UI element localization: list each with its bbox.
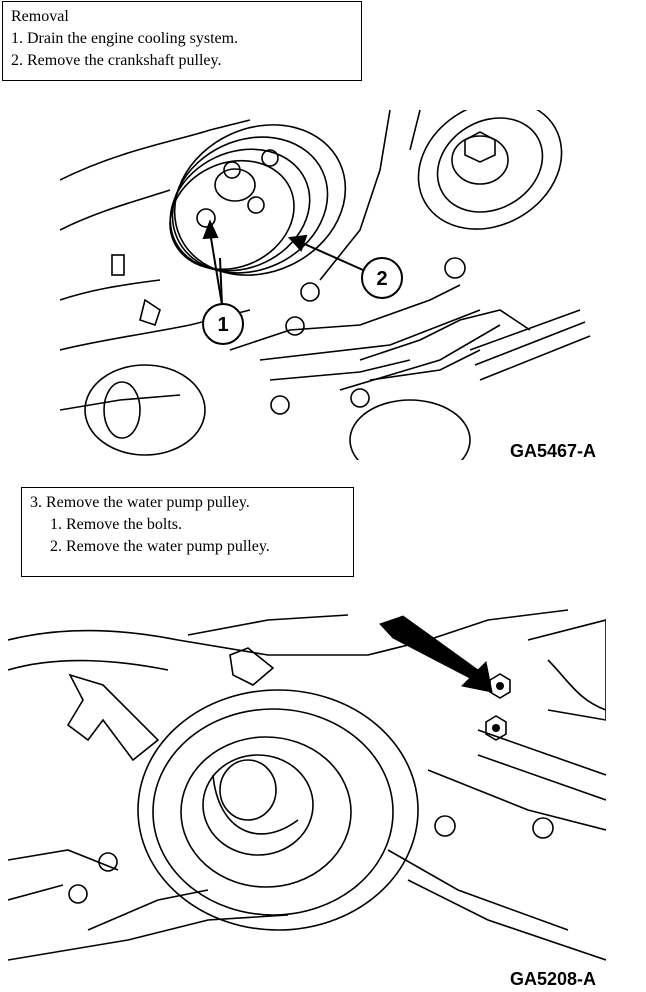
crankshaft-pulley-drawing: 1 2 [60,110,591,460]
water-pump-pulley-drawing [8,609,606,961]
crankshaft-pulley-illustration: 1 2 GA5467-A [60,110,600,461]
callout-1-circle [202,303,244,345]
figure-id-label: GA5467-A [509,441,596,461]
callout-2-circle [361,257,403,299]
step-drain-cooling: 1. Drain the engine cooling system. [11,30,239,47]
substep-remove-bolts: 1. Remove the bolts. [50,516,182,533]
callout-1-label: 1 [217,314,228,336]
removal-instructions-box: Removal 1. Drain the engine cooling syst… [2,1,362,81]
bolt-pointer-arrow [379,615,493,693]
water-pump-pulley-instructions-box: 3. Remove the water pump pulley. 1. Remo… [21,487,354,577]
callout-2-label: 2 [376,268,387,290]
figure-id-label: GA5208-A [509,969,596,989]
step-remove-water-pump-pulley: 3. Remove the water pump pulley. [30,494,250,511]
step-remove-crankshaft-pulley: 2. Remove the crankshaft pulley. [11,52,222,69]
removal-heading: Removal [11,8,69,25]
substep-remove-water-pump-pulley: 2. Remove the water pump pulley. [50,538,270,555]
water-pump-pulley-illustration: GA5208-A [8,600,606,992]
